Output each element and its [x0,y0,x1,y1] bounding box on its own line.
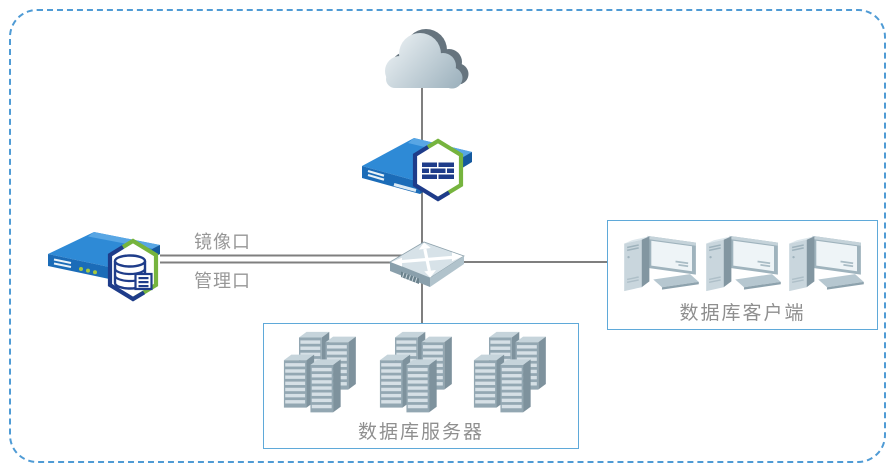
switch-arrows [391,242,463,278]
database-cylinder-icon [113,254,153,291]
database-appliance-icon [48,232,160,302]
database-badge [107,238,159,302]
firewall-appliance-icon [362,138,472,202]
switch-icon [389,241,465,287]
database-servers-group-box: 数据库服务器 [263,323,579,449]
cloud-icon [385,29,469,89]
server-rack-cluster-icon [284,332,356,413]
database-clients-icons [623,234,865,292]
brick-wall-icon [422,162,454,179]
database-server-icons [284,332,546,413]
database-clients-label: 数据库客户端 [679,303,806,324]
server-rack-cluster-icon [474,332,546,413]
management-port-label: 管理口 [194,271,251,291]
database-clients-group-box: 数据库客户端 [607,220,878,330]
client-computer-icon [623,234,700,292]
connectors [160,88,607,323]
client-computer-icon [788,234,865,292]
mirror-port-label: 镜像口 [194,232,251,252]
database-servers-label: 数据库服务器 [357,422,484,443]
server-rack-cluster-icon [380,332,452,413]
client-computer-icon [705,234,782,292]
firewall-badge [412,138,464,202]
diagram-boundary [9,9,886,463]
